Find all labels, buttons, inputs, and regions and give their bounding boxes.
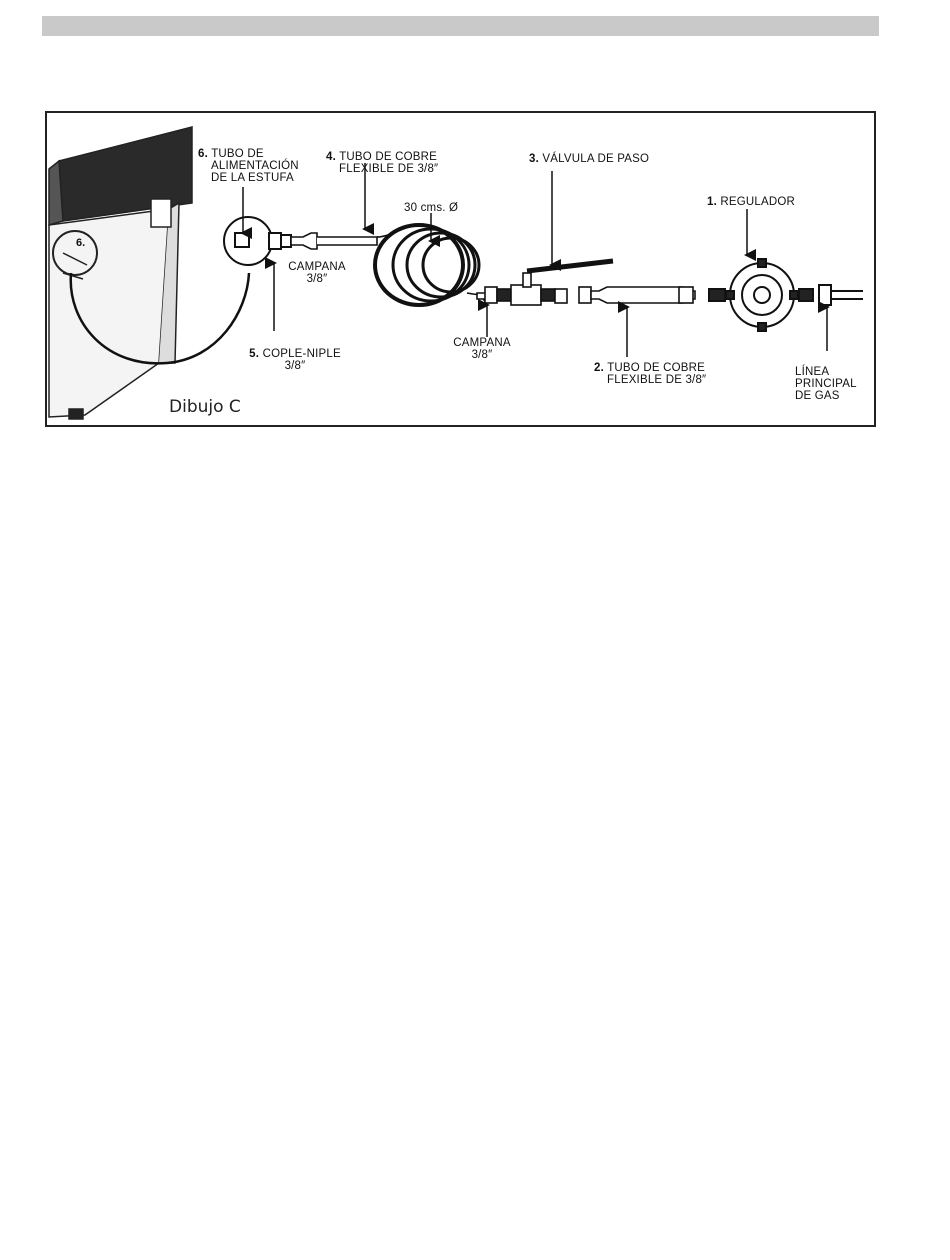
label-part-3: 3. VÁLVULA DE PASO bbox=[529, 153, 649, 165]
label-part-2: 2. TUBO DE COBRE FLEXIBLE DE 3/8″ bbox=[594, 362, 706, 386]
part-5-line1: COPLE-NIPLE bbox=[263, 348, 341, 360]
label-part-1: 1. REGULADOR bbox=[707, 196, 795, 208]
label-coil-diameter: 30 cms. Ø bbox=[404, 202, 458, 214]
part-2-line2: FLEXIBLE DE 3/8″ bbox=[594, 374, 706, 386]
gas-line-line1: LÍNEA bbox=[795, 366, 829, 378]
magnified-coupling bbox=[224, 217, 291, 265]
part-6-line2: ALIMENTACIÓN bbox=[198, 160, 299, 172]
installation-diagram: 6. 6. TUBO DE ALIMENTACIÓN DE LA ESTUFA … bbox=[45, 111, 876, 427]
part-3-text: VÁLVULA DE PASO bbox=[542, 153, 649, 165]
campana-b-line2: 3/8″ bbox=[472, 349, 493, 361]
part-1-text: REGULADOR bbox=[720, 196, 795, 208]
label-part-5: 5. COPLE-NIPLE 3/8″ bbox=[235, 348, 355, 372]
campana-a-line2: 3/8″ bbox=[307, 273, 328, 285]
regulator bbox=[709, 259, 863, 331]
campana-b-line1: CAMPANA bbox=[453, 337, 510, 349]
leader-lines bbox=[243, 163, 827, 357]
part-2-line1: TUBO DE COBRE bbox=[607, 362, 705, 374]
stove-callout-number: 6. bbox=[76, 237, 85, 249]
header-bar bbox=[42, 16, 879, 36]
campana-a-line1: CAMPANA bbox=[288, 261, 345, 273]
part-5-number: 5. bbox=[249, 348, 259, 360]
tube-2 bbox=[579, 287, 695, 303]
diagram-drawing bbox=[47, 113, 876, 427]
label-gas-line: LÍNEA PRINCIPAL DE GAS bbox=[795, 366, 857, 402]
part-6-line1: TUBO DE bbox=[211, 148, 264, 160]
part-6-number: 6. bbox=[198, 148, 208, 160]
part-2-number: 2. bbox=[594, 362, 604, 374]
figure-caption: Dibujo C bbox=[169, 397, 241, 417]
label-campana-a: CAMPANA 3/8″ bbox=[282, 261, 352, 285]
part-6-line3: DE LA ESTUFA bbox=[198, 172, 294, 184]
part-1-number: 1. bbox=[707, 196, 717, 208]
part-4-number: 4. bbox=[326, 151, 336, 163]
label-part-6: 6. TUBO DE ALIMENTACIÓN DE LA ESTUFA bbox=[198, 148, 299, 184]
label-part-4: 4. TUBO DE COBRE FLEXIBLE DE 3/8″ bbox=[326, 151, 438, 175]
gas-line-line2: PRINCIPAL bbox=[795, 378, 857, 390]
gas-line-line3: DE GAS bbox=[795, 390, 840, 402]
part-5-line2: 3/8″ bbox=[285, 360, 306, 372]
part-4-line1: TUBO DE COBRE bbox=[339, 151, 437, 163]
part-4-line2: FLEXIBLE DE 3/8″ bbox=[326, 163, 438, 175]
label-campana-b: CAMPANA 3/8″ bbox=[447, 337, 517, 361]
part-3-number: 3. bbox=[529, 153, 539, 165]
